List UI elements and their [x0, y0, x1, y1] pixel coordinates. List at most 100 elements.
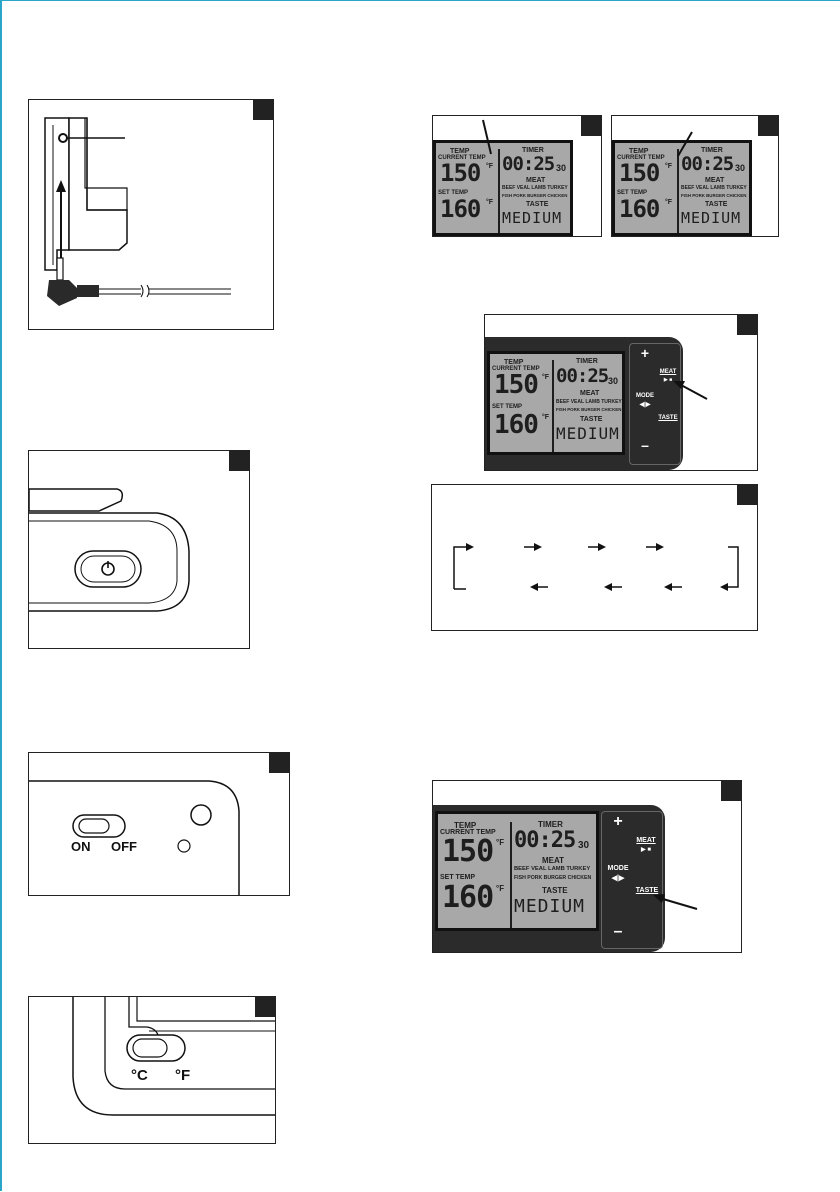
timer-seconds: 30 — [608, 376, 619, 386]
temp-label: TEMP — [454, 821, 477, 830]
lcd-divider — [677, 149, 679, 233]
current-temp-unit: °F — [542, 374, 550, 381]
figure-number-tab — [269, 753, 289, 773]
current-temp-label: CURRENT TEMP — [492, 366, 540, 372]
set-temp-unit: °F — [496, 884, 505, 893]
lcd-divider — [552, 360, 554, 452]
timer-seconds: 30 — [556, 163, 567, 173]
mode-button[interactable]: MODE — [607, 865, 629, 872]
meat-row-1: BEEF VEAL LAMB TURKEY — [514, 866, 591, 872]
taste-button[interactable]: TASTE — [658, 415, 678, 421]
lcd-display: TEMP CURRENT TEMP 150 °F SET TEMP 160 °F… — [487, 351, 625, 455]
taste-label: TASTE — [526, 201, 549, 208]
current-temp-value: 150 — [442, 834, 494, 869]
power-button-illustration — [29, 488, 190, 612]
figure-device-taste-button: TEMP CURRENT TEMP 150 °F SET TEMP 160 °F… — [432, 780, 742, 953]
meat-label: MEAT — [580, 390, 600, 397]
meat-cycle-arrows — [453, 543, 739, 591]
temp-label: TEMP — [504, 359, 524, 366]
meat-row-2: FISH PORK BURGER CHICKEN — [681, 193, 747, 198]
timer-label: TIMER — [701, 147, 723, 154]
timer-seconds: 30 — [735, 163, 746, 173]
current-temp-value: 150 — [619, 159, 660, 187]
timer-value: 00:25 — [556, 365, 609, 387]
switch-fahrenheit-label: °F — [175, 1067, 191, 1084]
meat-button[interactable]: MEAT — [636, 837, 656, 844]
meat-row-2: FISH PORK BURGER CHICKEN — [502, 193, 568, 198]
set-temp-label: SET TEMP — [617, 190, 648, 196]
current-temp-unit: °F — [486, 163, 494, 170]
temp-label: TEMP — [450, 148, 470, 155]
power-icon[interactable] — [75, 551, 141, 587]
unit-switch[interactable] — [127, 1035, 185, 1061]
lcd-display: TEMP CURRENT TEMP 150 °F SET TEMP 160 °F… — [435, 811, 599, 931]
figure-probe-connection — [28, 99, 274, 330]
figure-number-tab — [581, 116, 601, 136]
meat-label: MEAT — [542, 856, 565, 865]
current-temp-label: CURRENT TEMP — [617, 155, 665, 161]
set-temp-value: 160 — [494, 410, 539, 440]
taste-label: TASTE — [542, 886, 568, 895]
meat-play-stop-icon: ▶ ■ — [663, 377, 673, 383]
figure-number-tab — [758, 116, 778, 136]
set-temp-value: 160 — [619, 195, 660, 223]
figure-number-tab — [253, 100, 273, 120]
lcd-divider — [510, 822, 512, 928]
taste-value: MEDIUM — [502, 209, 563, 227]
set-temp-label: SET TEMP — [438, 190, 469, 196]
meat-row-1: BEEF VEAL LAMB TURKEY — [502, 185, 568, 191]
figure-on-off-switch: ON OFF — [28, 752, 290, 896]
taste-button[interactable]: TASTE — [635, 887, 659, 894]
switch-on-label: ON — [71, 839, 91, 854]
mode-arrows-icon: ◀|▶ — [639, 402, 651, 408]
timer-value: 00:25 — [502, 153, 555, 175]
timer-value: 00:25 — [681, 153, 734, 175]
figure-number-tab — [229, 451, 249, 471]
figure-lcd-b: TEMP CURRENT TEMP 150 °F SET TEMP 160 °F… — [611, 115, 779, 237]
plus-button[interactable]: + — [613, 813, 623, 830]
meat-label: MEAT — [526, 177, 546, 184]
figure-number-tab — [737, 485, 757, 505]
current-temp-label: CURRENT TEMP — [438, 155, 486, 161]
set-temp-label: SET TEMP — [492, 404, 523, 410]
current-temp-label: CURRENT TEMP — [440, 829, 496, 836]
pointer-line — [482, 119, 492, 155]
lcd-divider — [498, 149, 500, 233]
lcd-display: TEMP CURRENT TEMP 150 °F SET TEMP 160 °F… — [433, 140, 573, 236]
set-temp-label: SET TEMP — [440, 874, 476, 881]
probe-connection-illustration — [44, 117, 231, 306]
current-temp-value: 150 — [440, 159, 481, 187]
lcd-display: TEMP CURRENT TEMP 150 °F SET TEMP 160 °F… — [612, 140, 752, 236]
button-panel — [601, 811, 663, 949]
taste-value: MEDIUM — [514, 896, 586, 917]
timer-value: 00:25 — [514, 828, 576, 853]
timer-seconds: 30 — [578, 840, 590, 851]
set-temp-unit: °F — [665, 199, 673, 206]
mode-button[interactable]: MODE — [636, 393, 654, 399]
set-temp-value: 160 — [442, 880, 494, 915]
on-off-switch[interactable] — [73, 815, 125, 837]
figure-number-tab — [255, 997, 275, 1017]
current-temp-value: 150 — [494, 370, 539, 400]
set-temp-unit: °F — [486, 199, 494, 206]
timer-label: TIMER — [576, 358, 598, 365]
taste-value: MEDIUM — [556, 424, 620, 443]
plus-button[interactable]: + — [640, 345, 650, 361]
current-temp-unit: °F — [665, 163, 673, 170]
figure-number-tab — [721, 781, 741, 801]
minus-button[interactable]: – — [641, 437, 649, 453]
minus-button[interactable]: – — [613, 923, 623, 940]
meat-play-stop-icon: ▶ ■ — [641, 847, 651, 853]
taste-label: TASTE — [705, 201, 728, 208]
switch-off-label: OFF — [111, 839, 137, 854]
figure-unit-switch: °C °F — [28, 996, 276, 1144]
mode-arrows-icon: ◀|▶ — [611, 875, 625, 882]
switch-celsius-label: °C — [131, 1067, 148, 1084]
meat-label: MEAT — [705, 177, 725, 184]
timer-label: TIMER — [538, 820, 563, 829]
figure-number-tab — [737, 315, 757, 335]
taste-label: TASTE — [580, 416, 603, 423]
meat-row-1: BEEF VEAL LAMB TURKEY — [556, 399, 622, 405]
meat-button[interactable]: MEAT — [659, 369, 677, 375]
